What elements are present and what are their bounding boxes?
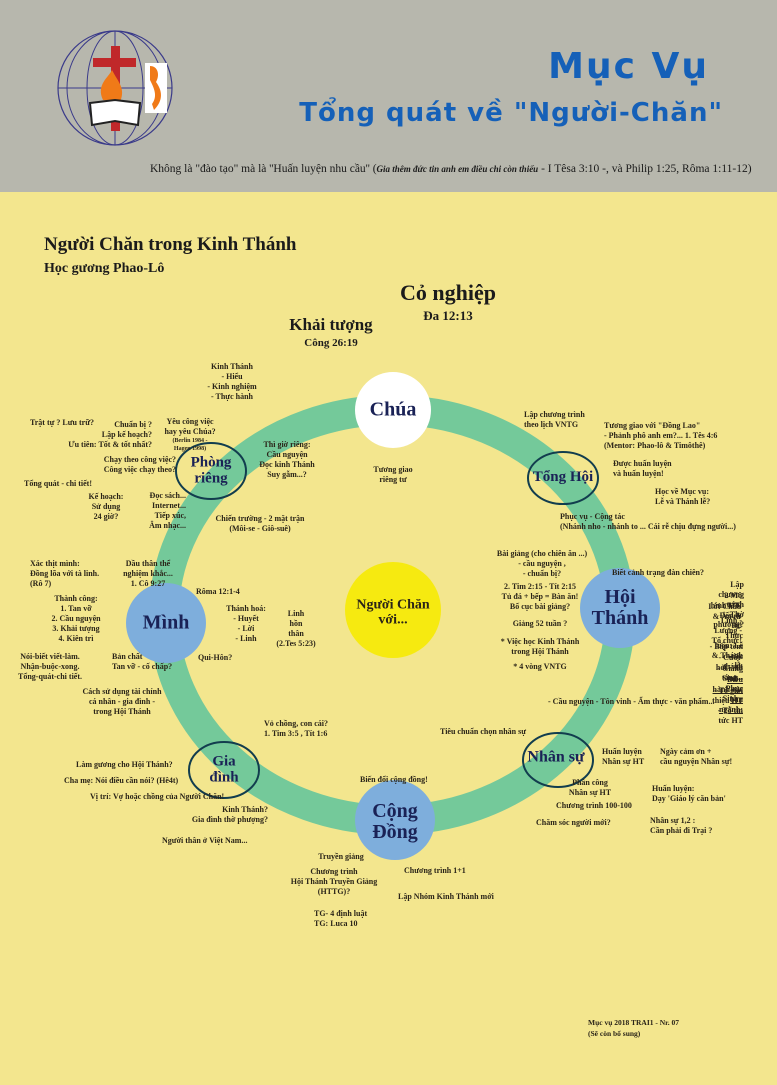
main-heading: Người Chăn trong Kinh Thánh bbox=[44, 234, 297, 255]
note: Kinh Thánh - Hiểu - Kinh nghiệm - Thực h… bbox=[207, 362, 257, 401]
sub-heading: Học gương Phao-Lô bbox=[44, 261, 165, 276]
note: Nói-biết viết-làm. Nhận-buộc-xong. Tổng-… bbox=[18, 652, 82, 681]
note: Truyền giảng bbox=[318, 852, 364, 861]
note: Làm gương cho Hội Thánh? bbox=[76, 760, 173, 769]
note: Thì giờ riêng: Cầu nguyện Đọc kinh Thánh… bbox=[259, 440, 315, 479]
note: Vỏ chồng, con cái? 1. Tim 3:5 , Tít 1:6 bbox=[264, 719, 328, 738]
note: * 4 vòng VNTG bbox=[513, 662, 567, 671]
node-gia-dinh: Gia đình bbox=[209, 753, 239, 785]
node-center: Người Chăn với... bbox=[356, 597, 430, 627]
note: Phân công Nhân sự HT bbox=[568, 778, 612, 797]
subtitle: Tổng quát về "Người-Chăn" bbox=[299, 98, 723, 128]
node-phong-rieng: Phòng riêng bbox=[190, 454, 232, 486]
note: Linh hồn thân (2.Tes 5:23) bbox=[276, 609, 316, 648]
note: Tương giao với "Đồng Lao" - Phảnh phô an… bbox=[604, 421, 718, 450]
note: Dầu thân thể nghiệm khắc... 1. Cô 9:27 bbox=[123, 559, 173, 588]
note: TG- 4 định luật TG: Luca 10 bbox=[314, 909, 368, 928]
note: Tương giao riêng tư bbox=[373, 465, 413, 484]
note: Chương trình 100-100 bbox=[556, 801, 632, 810]
note: Tiêu chuẩn chọn nhân sự bbox=[440, 727, 527, 736]
node-nhan-su: Nhân sự bbox=[527, 748, 585, 766]
note: Rôma 12:1-4 bbox=[196, 587, 240, 596]
node-hoi-thanh: Hội Thánh bbox=[591, 586, 649, 629]
note: Điều hành các ban ngành: bbox=[712, 675, 743, 714]
note: Huấn luyện: Dạy 'Giáo lý căn bản' bbox=[652, 784, 726, 803]
note: Bản chất Tan vỡ - cố chấp? bbox=[112, 652, 173, 671]
note: - Báp têm - tiệc thánh bbox=[709, 642, 743, 671]
note: Cha mẹ: Nói điều cần nói? (Hê4t) bbox=[64, 776, 179, 785]
note: Huấn luyện Nhân sự HT bbox=[602, 747, 645, 766]
note: Kinh Thánh? Gia đình thờ phượng? bbox=[191, 805, 268, 824]
co-nghiep-heading: Cỏ nghiệp bbox=[400, 280, 496, 305]
note: Qui-Hôn? bbox=[198, 653, 233, 662]
note: 2 Mô hình HT: Đến & Đi! bbox=[710, 591, 742, 630]
note: - Giáng Sinh - Phục Sinh - bbox=[717, 664, 743, 703]
tagline: Không là "đào tạo" mà là ''Huấn luyện nh… bbox=[150, 163, 752, 175]
note: Lập Nhóm Kinh Thánh mới bbox=[398, 892, 494, 901]
note: Đọc sách... Internet... Tiếp xúc, Âm nhạ… bbox=[149, 491, 186, 530]
node-tong-hoi: Tổng Hội bbox=[532, 469, 594, 486]
footer-issue: Mục vụ 2018 TRAI1 - Nr. 07 bbox=[588, 1018, 680, 1027]
note: Bài giảng (cho chiên ăn ...) - cầu nguyệ… bbox=[496, 549, 588, 578]
note: - Tổ giới thiệu HT - Tổ tin tức HT bbox=[712, 686, 743, 725]
note: Lập chương trình Thờ phượng? bbox=[713, 580, 744, 629]
footer-note: (Sẽ còn bổ sung) bbox=[588, 1029, 641, 1038]
note: Yêu công việc hay yêu Chúa? bbox=[164, 417, 216, 436]
node-minh: Mình bbox=[142, 611, 190, 634]
note: Giảng 52 tuần ? bbox=[512, 619, 568, 628]
note: Chuẩn bị ? Lập kế hoạch? Ưu tiên: Tốt & … bbox=[68, 420, 152, 449]
note: Cách sử dụng tài chính cá nhân - gia đìn… bbox=[82, 687, 162, 716]
node-chua-circle bbox=[355, 372, 431, 448]
note: Ngày cảm ơn + cầu nguyện Nhân sự! bbox=[660, 747, 733, 766]
note: Tổng quát - chi tiết! bbox=[24, 479, 92, 488]
title: Mục Vụ bbox=[548, 46, 709, 87]
note: Vị trí: Vợ hoặc chồng của Người Chăn! bbox=[90, 792, 225, 801]
note: Biết cảnh trạng đàn chiên? bbox=[612, 568, 705, 577]
note: Lập chương trình theo lịch VNTG bbox=[524, 410, 585, 429]
note: * Việc học Kinh Thánh trong Hội Thánh bbox=[500, 637, 580, 656]
note: Thánh hoá: - Huyết - Lời - Linh bbox=[226, 604, 266, 643]
note: 2. Tim 2:15 - Tít 2:15 Tủ đá + bếp = Bàn… bbox=[501, 582, 579, 611]
note: Chăm sóc người mới? bbox=[536, 818, 611, 827]
logo-icon bbox=[57, 30, 173, 146]
note: Chương trình 1+1 bbox=[404, 866, 466, 875]
note: - Cưới-hỏi - An táng... bbox=[715, 653, 743, 682]
khai-tuong-heading: Khải tượng bbox=[289, 315, 373, 334]
note: Chiến trường - 2 mặt trận (Môi-se - Giô-… bbox=[215, 514, 305, 533]
note: Thực hiện: Lễ & Thánh lễ: bbox=[711, 631, 743, 670]
note: Biến đổi cộng đồng! bbox=[360, 775, 428, 784]
note: Lời Chúa & Ân tứ bbox=[708, 602, 741, 621]
note: Người thân ở Việt Nam... bbox=[162, 836, 248, 845]
node-cong-dong: Cộng Đồng bbox=[372, 800, 418, 843]
note: Nhân sự 1,2 : Cần phải đi Trại ? bbox=[650, 816, 713, 835]
note: Chạy theo công việc? Công việc chạy theo… bbox=[103, 455, 176, 474]
note: - Cầu nguyện - Tôn vinh - Ẩm thực - văn … bbox=[548, 697, 715, 706]
note: Phục vụ - Cộng tác (Nhánh nho - nhánh to… bbox=[560, 512, 736, 531]
header-banner: Mục Vụ Tổng quát về "Người-Chăn" Không l… bbox=[0, 0, 777, 192]
note: Kế hoạch: Sử dụng 24 giờ? bbox=[88, 492, 124, 521]
node-chua: Chúa bbox=[369, 398, 417, 421]
note: Xác thịt mình: Đồng lõa với tà linh. (Rô… bbox=[30, 559, 100, 588]
note: Thành công: 1. Tan vỡ 2. Cầu nguyện 3. K… bbox=[51, 594, 101, 643]
note: (Berlin 1984 - Hagen 1998) bbox=[172, 438, 208, 452]
note: Được huấn luyện và huấn luyện! bbox=[613, 459, 672, 478]
note: Chương trình Hội Thánh Truyền Giảng (HTT… bbox=[290, 867, 378, 896]
note: Học về Mục vụ: Lễ và Thánh lễ? bbox=[655, 487, 711, 506]
note: Trật tự ? Lưu trữ? bbox=[30, 418, 95, 427]
co-nghiep-ref: Đa 12:13 bbox=[423, 308, 473, 323]
khai-tuong-ref: Công 26:19 bbox=[304, 337, 358, 349]
note: Linh - Lượng - Tổ chức! bbox=[711, 616, 742, 645]
